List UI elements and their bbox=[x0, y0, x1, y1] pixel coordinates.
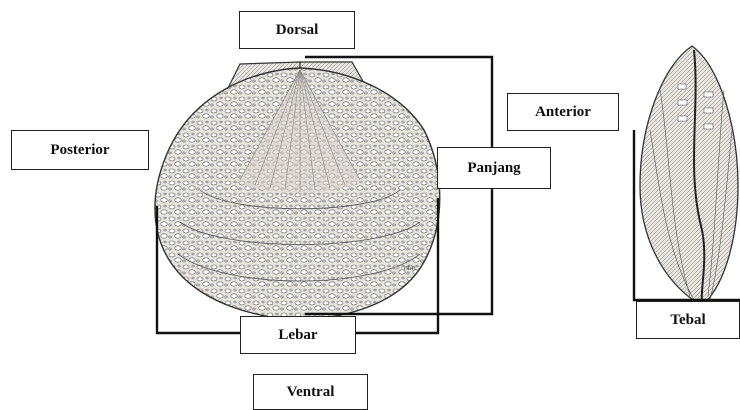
shell-side-view bbox=[640, 46, 738, 306]
label-tebal: Tebal bbox=[636, 301, 740, 339]
label-posterior: Posterior bbox=[11, 130, 149, 170]
illustrator-signature: nfm bbox=[404, 265, 416, 272]
label-panjang: Panjang bbox=[437, 147, 551, 189]
label-dorsal: Dorsal bbox=[239, 11, 355, 49]
label-ventral: Ventral bbox=[253, 374, 368, 410]
shell-illustration: nfm bbox=[155, 62, 440, 320]
label-anterior: Anterior bbox=[507, 93, 619, 131]
side-view-outline bbox=[640, 46, 738, 306]
label-lebar: Lebar bbox=[240, 316, 356, 354]
